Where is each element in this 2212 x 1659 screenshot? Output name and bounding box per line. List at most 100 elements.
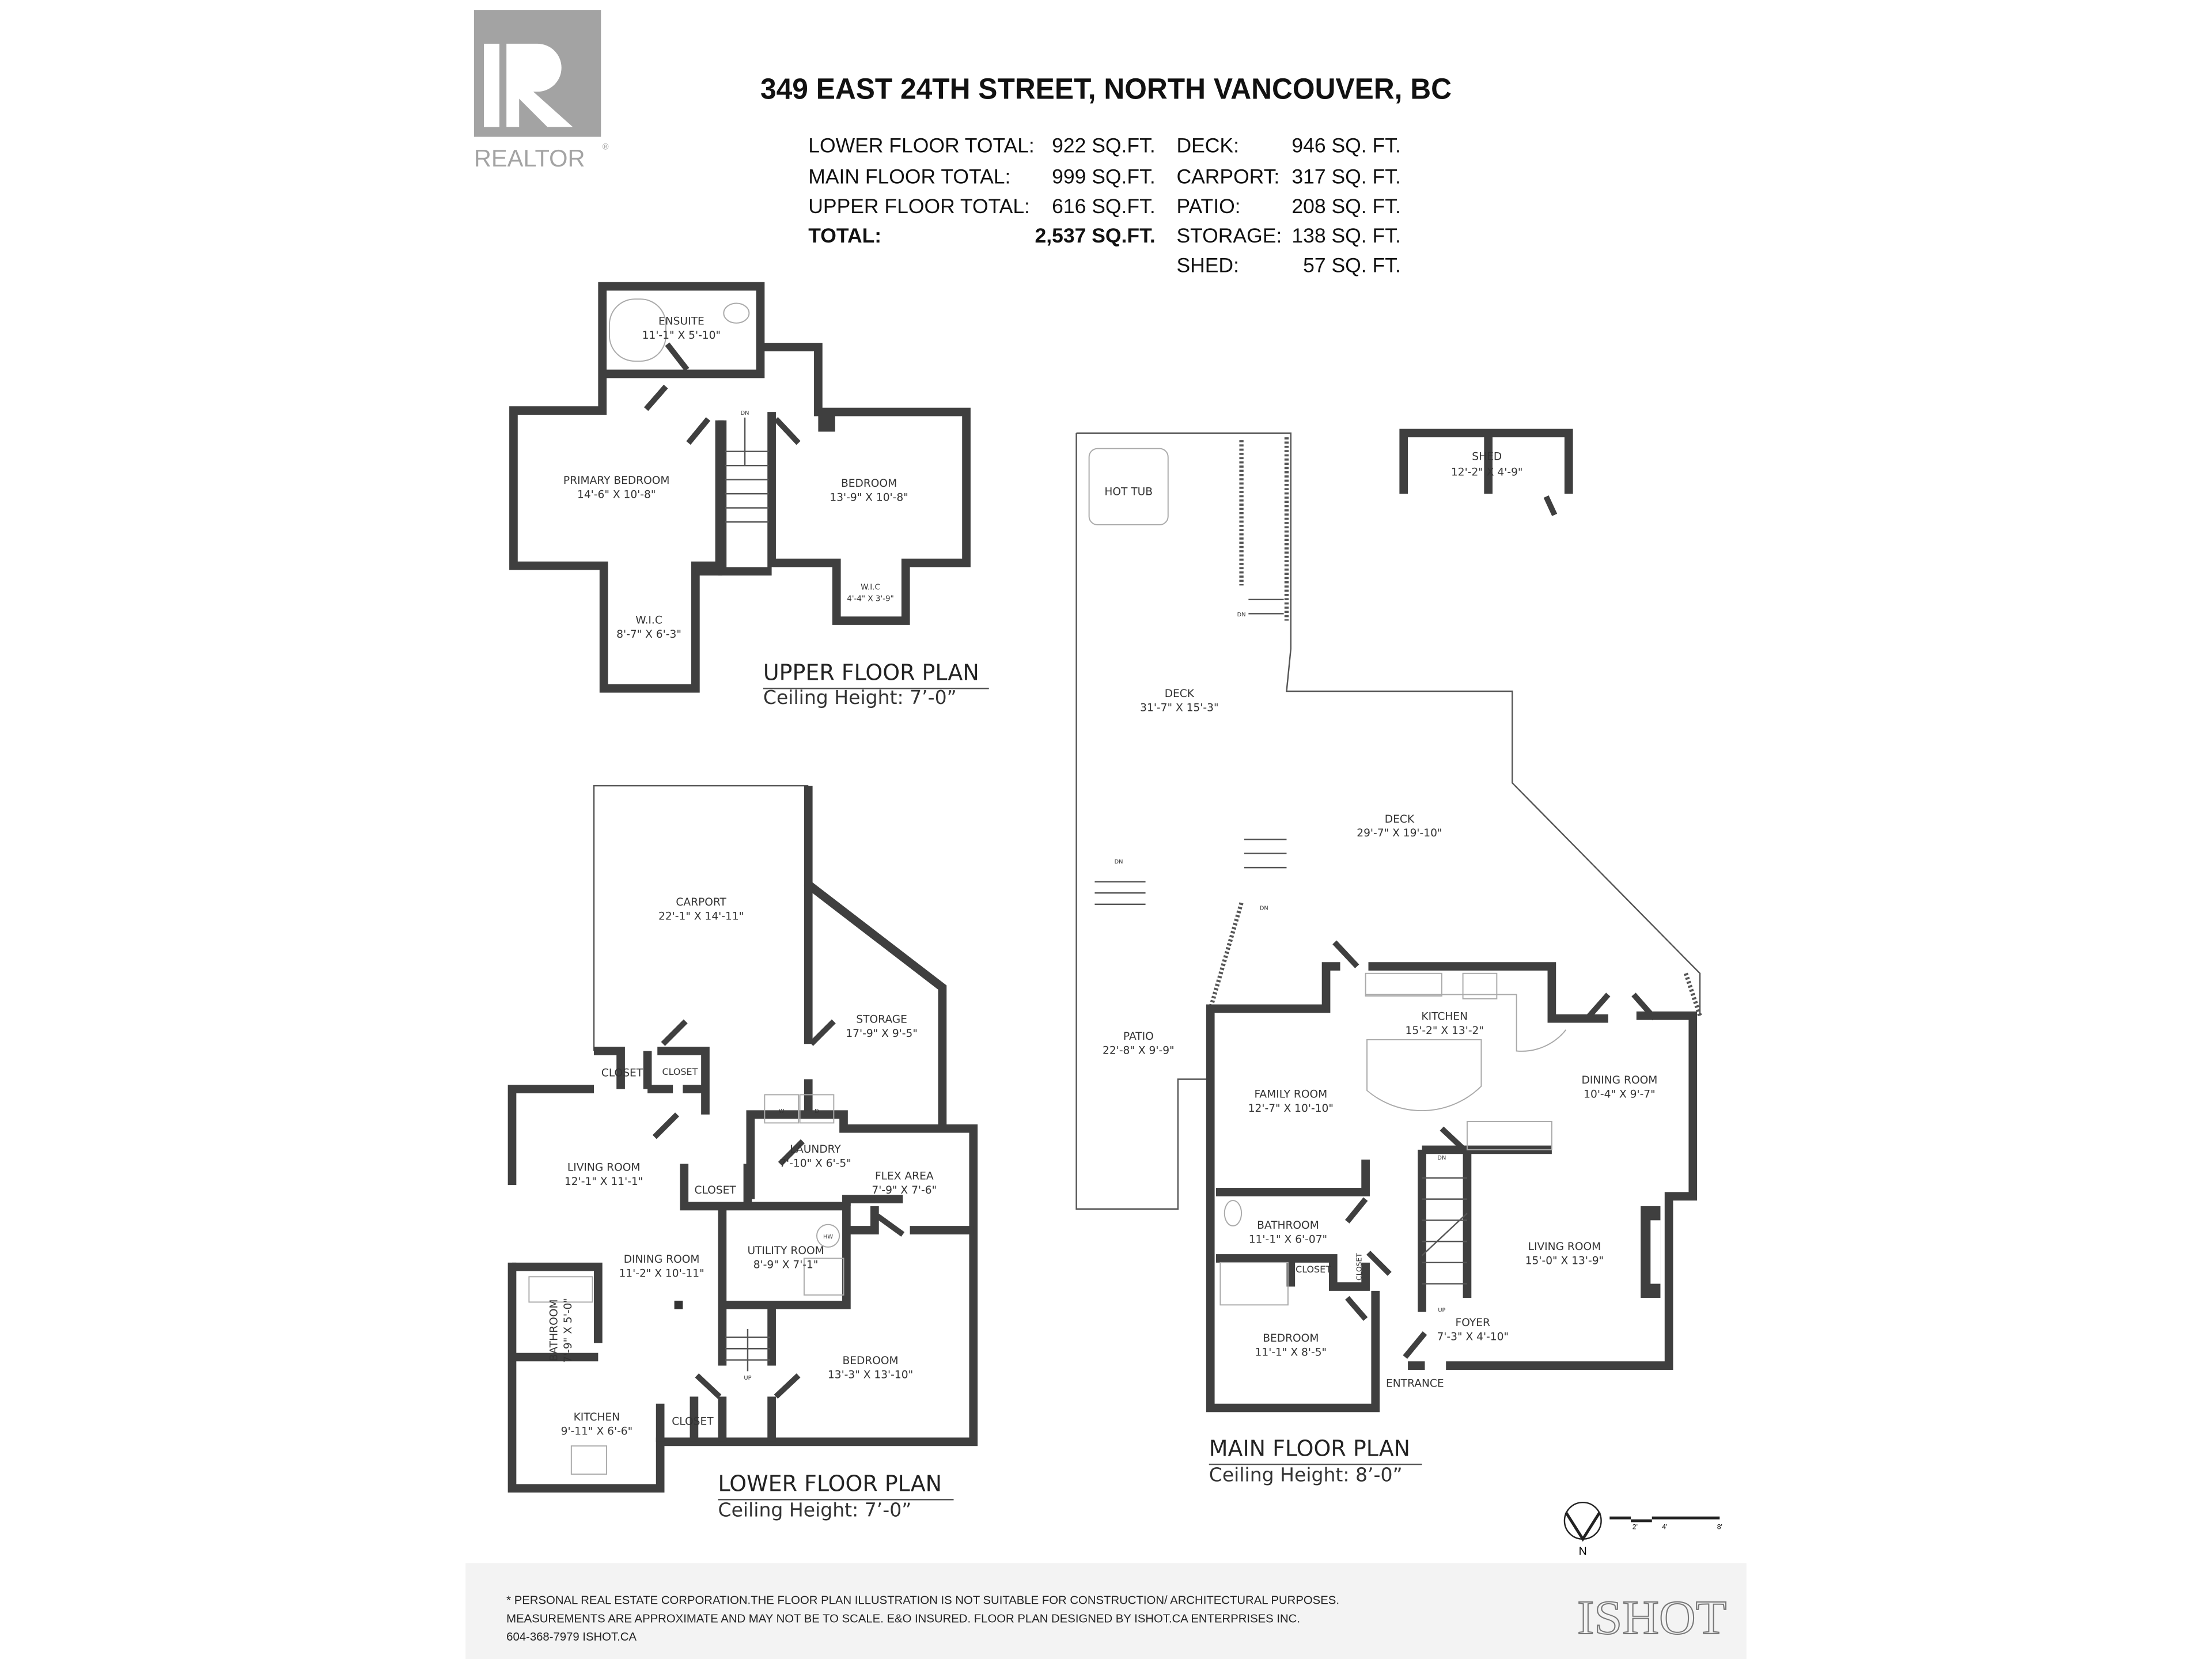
room-dims: 13'-3" X 13'-10" [828, 1369, 913, 1381]
room-name: BEDROOM [1263, 1332, 1319, 1344]
room-name: CARPORT [676, 896, 726, 908]
summary-value: 999 SQ.FT. [1052, 165, 1156, 188]
room-name: ENTRANCE [1386, 1377, 1444, 1389]
room-name: KITCHEN [574, 1411, 620, 1423]
stove-icon [570, 1445, 608, 1475]
room-name: LIVING ROOM [1528, 1241, 1601, 1253]
room-dims: 15'-0" X 13'-9" [1525, 1255, 1604, 1267]
main-floor-plan: DN DN DN DN UP HOT TUB DE [1075, 429, 1702, 1486]
extra-value: 317 SQ. FT. [1291, 165, 1400, 188]
room-name: BATHROOM [1257, 1219, 1319, 1232]
plan-title: LOWER FLOOR PLAN [718, 1471, 942, 1497]
room-name: STORAGE [856, 1014, 907, 1026]
room-name: DECK [1165, 688, 1195, 700]
extra-label: PATIO: [1176, 195, 1240, 218]
bathtub-icon [608, 298, 666, 362]
room-dims: 8'-9" X 7'-1" [753, 1259, 819, 1271]
lower-floor-plan: W D HW UP CARPORT 22'-1" X 14'-11" STORA… [507, 785, 978, 1521]
room-name: BEDROOM [842, 1355, 898, 1367]
room-dims: 11'-1" X 5'-10" [642, 329, 721, 342]
dryer-icon [799, 1094, 835, 1124]
stair-label: UP [744, 1375, 751, 1381]
furnace-icon [803, 1257, 844, 1296]
room-dims: 22'-1" X 14'-11" [658, 911, 744, 923]
scale-bar: 2' 4' 8' [1609, 1516, 1722, 1531]
room-name: LIVING ROOM [567, 1162, 641, 1174]
room-name: PRIMARY BEDROOM [563, 475, 670, 487]
room-name: UTILITY ROOM [747, 1245, 824, 1257]
room-dims: 11'-1" X 8'-5" [1255, 1346, 1327, 1358]
room-dims: 7'-3" X 4'-10" [1437, 1331, 1509, 1343]
hot-tub-icon [1088, 448, 1169, 525]
dryer-label: D [815, 1108, 819, 1115]
summary-label: UPPER FLOOR TOTAL: [808, 195, 1030, 218]
ceiling-height: Ceiling Height: 7’-0” [763, 686, 957, 709]
room-dims: 12'-7" X 10'-10" [1248, 1103, 1334, 1115]
room-dims: 14'-6" X 10'-8" [577, 488, 656, 501]
room-dims: 12'-1" X 11'-1" [565, 1176, 643, 1188]
room-dims: 22'-8" X 9'-9" [1103, 1044, 1175, 1056]
room-name: HOT TUB [1104, 486, 1153, 498]
room-name: W.I.C [861, 584, 880, 592]
room-name: CLOSET [662, 1066, 698, 1077]
scale-tick: 8' [1717, 1523, 1722, 1531]
extra-value: 208 SQ. FT. [1291, 195, 1400, 218]
summary-label: MAIN FLOOR TOTAL: [808, 165, 1010, 188]
shower-icon [1219, 1262, 1289, 1306]
sink-icon [1365, 972, 1442, 997]
ceiling-height: Ceiling Height: 8’-0” [1209, 1463, 1403, 1486]
room-dims: 7'-10" X 6'-5" [779, 1157, 851, 1169]
room-dims: 31'-7" X 15'-3" [1140, 702, 1218, 714]
bathtub-icon [528, 1276, 593, 1303]
room-name: ENSUITE [658, 315, 704, 327]
ceiling-height: Ceiling Height: 7’-0” [718, 1499, 912, 1521]
stair-label: DN [1260, 906, 1268, 912]
kitchen-counter [1365, 994, 1567, 1052]
room-dims: 4'-4" X 3'-9" [847, 594, 894, 603]
stove-icon [1462, 972, 1498, 999]
room-dims: 7'-9" X 7'-6" [872, 1184, 937, 1196]
scale-tick: 2' [1633, 1523, 1638, 1531]
room-name: FOYER [1456, 1317, 1490, 1329]
room-dims: 11'-1" X 6'-07" [1249, 1234, 1327, 1246]
room-dims: 10'-4" X 9'-7" [1584, 1088, 1656, 1100]
property-address: 349 EAST 24TH STREET, NORTH VANCOUVER, B… [760, 71, 1452, 105]
room-name: DINING ROOM [624, 1253, 700, 1266]
extra-value: 946 SQ. FT. [1291, 134, 1400, 157]
footer: * PERSONAL REAL ESTATE CORPORATION.THE F… [465, 1563, 1747, 1659]
room-dims: 15'-2" X 13'-2" [1406, 1025, 1484, 1037]
north-arrow-icon: N [1563, 1501, 1602, 1558]
area-summary: LOWER FLOOR TOTAL: 922 SQ.FT. MAIN FLOOR… [808, 134, 1401, 276]
realtor-logo: REALTOR ® [474, 10, 609, 172]
room-name: CLOSET [694, 1184, 736, 1196]
summary-label: TOTAL: [808, 224, 881, 247]
room-dims: 9'-11" X 6'-6" [561, 1426, 633, 1438]
realtor-logo-text: REALTOR [474, 145, 585, 172]
stair-label: UP [1438, 1308, 1445, 1314]
extra-label: STORAGE: [1176, 224, 1282, 247]
room-dims: 11'-2" X 10'-11" [619, 1267, 704, 1279]
room-name: DECK [1385, 813, 1415, 825]
summary-value: 922 SQ.FT. [1052, 134, 1156, 157]
scale-tick: 4' [1662, 1523, 1667, 1531]
ishot-logo: ISHOT [1577, 1592, 1727, 1645]
room-name: FAMILY ROOM [1254, 1088, 1327, 1100]
appliance-icon [1466, 1120, 1552, 1150]
room-name: SHED [1472, 450, 1502, 463]
room-name: CLOSET [672, 1415, 714, 1427]
room-dims: 17'-9" X 9'-5" [846, 1028, 918, 1040]
room-dims: 13'-9" X 10'-8" [830, 491, 908, 503]
extra-value: 57 SQ. FT. [1303, 254, 1401, 277]
room-name: W.I.C [635, 614, 662, 626]
stair-label: DN [1237, 612, 1246, 618]
summary-value: 616 SQ.FT. [1052, 195, 1156, 218]
summary-label: LOWER FLOOR TOTAL: [808, 134, 1035, 157]
extra-value: 138 SQ. FT. [1291, 224, 1400, 247]
extra-label: DECK: [1176, 134, 1239, 157]
water-heater-label: HW [823, 1234, 833, 1240]
summary-value: 2,537 SQ.FT. [1035, 224, 1156, 247]
svg-text:®: ® [603, 143, 609, 152]
washer-icon [764, 1094, 800, 1124]
stair-label: DN [741, 410, 749, 416]
